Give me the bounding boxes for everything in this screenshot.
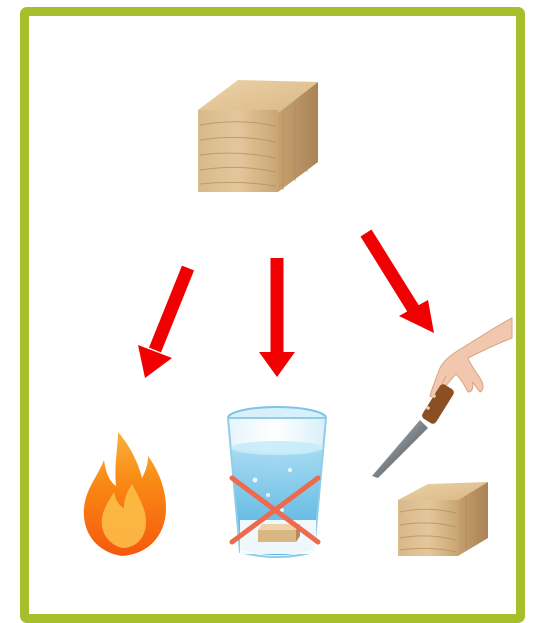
arrow-to-fire bbox=[138, 268, 188, 378]
arrow-to-water bbox=[259, 258, 295, 377]
arrow-to-knife bbox=[366, 233, 434, 333]
cut-wooden-block-icon bbox=[398, 482, 488, 556]
hand-with-knife-icon bbox=[372, 318, 512, 478]
wooden-block-icon bbox=[198, 80, 318, 192]
fire-icon bbox=[84, 432, 166, 556]
